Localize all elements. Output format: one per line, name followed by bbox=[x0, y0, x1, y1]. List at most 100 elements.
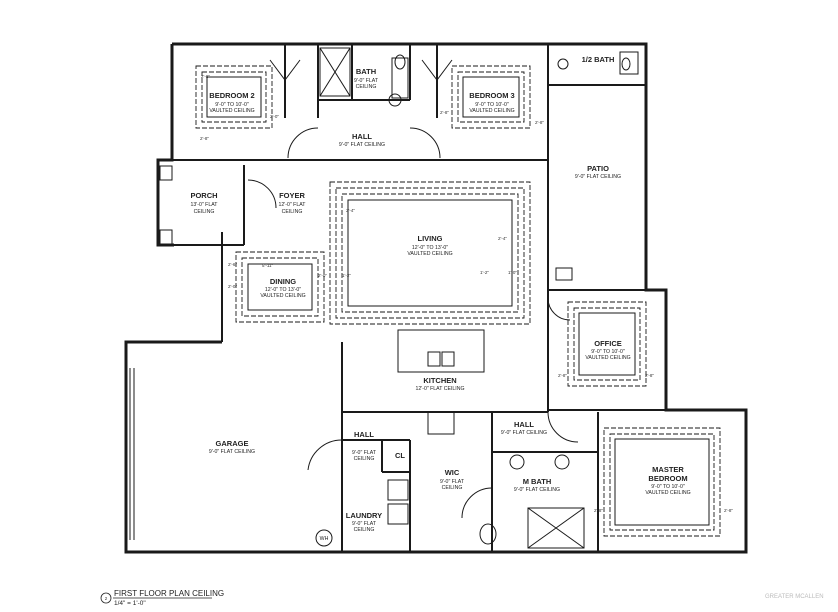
dim-label: 2'-8" bbox=[724, 508, 733, 513]
exterior-walls bbox=[124, 42, 748, 554]
bath-name: BATH bbox=[356, 67, 376, 76]
dim-label: 2'-8" bbox=[201, 74, 210, 79]
bath-height: 9'-0" FLAT bbox=[354, 78, 379, 84]
dining-type: VAULTED CEILING bbox=[260, 293, 305, 299]
master-name: MASTER bbox=[652, 465, 684, 474]
dim-label: 2'-8" bbox=[200, 136, 209, 141]
room-bedroom-3: BEDROOM 3 9'-0" TO 10'-0" VAULTED CEILIN… bbox=[469, 91, 514, 114]
room-garage: GARAGE 9'-0" FLAT CEILING bbox=[209, 439, 255, 455]
room-hall-right: HALL 9'-0" FLAT CEILING bbox=[501, 420, 547, 436]
dim-label: 1'-0" bbox=[508, 270, 517, 275]
foyer-name: FOYER bbox=[279, 191, 305, 200]
laundry-height: 9'-0" FLAT bbox=[352, 521, 377, 527]
room-wic: WIC 9'-0" FLAT CEILING bbox=[440, 468, 465, 491]
mbath-name: M BATH bbox=[523, 477, 552, 486]
dim-label: 2'-8" bbox=[558, 373, 567, 378]
hall-mid-type: CEILING bbox=[354, 456, 375, 462]
office-type: VAULTED CEILING bbox=[585, 355, 630, 361]
living-name: LIVING bbox=[417, 234, 442, 243]
plan-scale: 1/4" = 1'-0" bbox=[114, 600, 146, 607]
porch-height: 13'-0" FLAT bbox=[191, 202, 219, 208]
room-bath: BATH 9'-0" FLAT CEILING bbox=[354, 67, 379, 90]
garage-ceiling: 9'-0" FLAT CEILING bbox=[209, 449, 255, 455]
wic-height: 9'-0" FLAT bbox=[440, 479, 465, 485]
hall-right-name: HALL bbox=[514, 420, 534, 429]
bedroom2-name: BEDROOM 2 bbox=[209, 91, 254, 100]
room-dining: DINING 12'-0" TO 13'-0" VAULTED CEILING bbox=[260, 277, 305, 299]
dim-label: 2'-8" bbox=[440, 110, 449, 115]
half-bath-name: 1/2 BATH bbox=[582, 55, 615, 64]
dim-label: 5'-11" bbox=[262, 263, 274, 268]
room-master-bedroom: MASTER BEDROOM 9'-0" TO 10'-0" VAULTED C… bbox=[645, 465, 690, 496]
hall-mid-name: HALL bbox=[354, 430, 374, 439]
wic-name: WIC bbox=[445, 468, 460, 477]
dim-label: 1'-2" bbox=[342, 273, 351, 278]
dim-label: 2'-8" bbox=[535, 120, 544, 125]
master-name-2: BEDROOM bbox=[648, 474, 687, 483]
plan-title: FIRST FLOOR PLAN CEILING bbox=[114, 589, 224, 598]
room-patio: PATIO 9'-0" FLAT CEILING bbox=[575, 164, 621, 180]
office-name: OFFICE bbox=[594, 339, 622, 348]
dim-label: 1'-2" bbox=[480, 270, 489, 275]
garage-door bbox=[129, 368, 135, 540]
dim-label: 2'-0" bbox=[228, 284, 237, 289]
porch-name: PORCH bbox=[190, 191, 217, 200]
room-kitchen: KITCHEN 12'-0" FLAT CEILING bbox=[415, 376, 464, 392]
master-type: VAULTED CEILING bbox=[645, 490, 690, 496]
dim-label: 2'-0" bbox=[270, 114, 279, 119]
garage-name: GARAGE bbox=[216, 439, 249, 448]
room-m-bath: M BATH 9'-0" FLAT CEILING bbox=[514, 477, 560, 493]
dining-name: DINING bbox=[270, 277, 296, 286]
patio-ceiling: 9'-0" FLAT CEILING bbox=[575, 174, 621, 180]
laundry-name: LAUNDRY bbox=[346, 511, 382, 520]
foyer-height: 12'-0" FLAT bbox=[279, 202, 307, 208]
room-laundry: LAUNDRY 9'-0" FLAT CEILING bbox=[346, 511, 382, 533]
hall-mid-height: 9'-0" FLAT bbox=[352, 450, 377, 456]
living-type: VAULTED CEILING bbox=[407, 251, 452, 257]
closet-name: CL bbox=[395, 451, 405, 460]
ceiling-trays bbox=[195, 65, 721, 537]
doors bbox=[247, 59, 579, 519]
bedroom2-height: 9'-0" TO 10'-0" bbox=[215, 102, 249, 108]
watermark: GREATER MCALLEN bbox=[765, 594, 824, 600]
dimension-labels: 2'-8" 2'-0" 2'-8" 2'-8" 2'-8" 2'-4" 5'-1… bbox=[200, 74, 733, 513]
bedroom3-height: 9'-0" TO 10'-0" bbox=[475, 102, 509, 108]
master-height: 9'-0" TO 10'-0" bbox=[651, 484, 685, 490]
bedroom2-type: VAULTED CEILING bbox=[209, 108, 254, 114]
mbath-ceiling: 9'-0" FLAT CEILING bbox=[514, 487, 560, 493]
room-living: LIVING 12'-0" TO 13'-0" VAULTED CEILING bbox=[407, 234, 452, 257]
ceiling-trays-solid bbox=[206, 76, 710, 526]
porch-type: CEILING bbox=[194, 209, 215, 215]
section-marker bbox=[100, 592, 112, 604]
room-foyer: FOYER 12'-0" FLAT CEILING bbox=[279, 191, 307, 215]
hall-top-name: HALL bbox=[352, 132, 372, 141]
laundry-type: CEILING bbox=[354, 527, 375, 533]
room-labels: BEDROOM 2 9'-0" TO 10'-0" VAULTED CEILIN… bbox=[190, 55, 690, 542]
patio-name: PATIO bbox=[587, 164, 609, 173]
dim-label: 2'-4" bbox=[346, 208, 355, 213]
dim-label: 2'-6" bbox=[228, 262, 237, 267]
room-office: OFFICE 9'-0" TO 10'-0" VAULTED CEILING bbox=[585, 339, 630, 361]
room-bedroom-2: BEDROOM 2 9'-0" TO 10'-0" VAULTED CEILIN… bbox=[209, 91, 254, 114]
dim-label: 2'-4" bbox=[498, 236, 507, 241]
room-hall-mid: HALL 9'-0" FLAT CEILING bbox=[352, 430, 377, 462]
interior-walls bbox=[172, 44, 666, 552]
dining-height: 12'-0" TO 13'-0" bbox=[265, 287, 301, 293]
kitchen-name: KITCHEN bbox=[423, 376, 456, 385]
hall-right-ceiling: 9'-0" FLAT CEILING bbox=[501, 430, 547, 436]
foyer-type: CEILING bbox=[282, 209, 303, 215]
wic-type: CEILING bbox=[442, 485, 463, 491]
office-height: 9'-0" TO 10'-0" bbox=[591, 349, 625, 355]
fixtures bbox=[159, 47, 639, 549]
bedroom3-name: BEDROOM 3 bbox=[469, 91, 514, 100]
plan-title-block: 2 FIRST FLOOR PLAN CEILING 1/4" = 1'-0" … bbox=[100, 589, 824, 607]
dim-label: 2'-8" bbox=[645, 373, 654, 378]
bath-type: CEILING bbox=[356, 84, 377, 90]
kitchen-ceiling: 12'-0" FLAT CEILING bbox=[415, 386, 464, 392]
water-heater-label: WH bbox=[320, 536, 329, 542]
section-marker-number: 2 bbox=[105, 596, 108, 601]
hall-top-ceiling: 9'-0" FLAT CEILING bbox=[339, 142, 385, 148]
room-hall-top: HALL 9'-0" FLAT CEILING bbox=[339, 132, 385, 148]
room-porch: PORCH 13'-0" FLAT CEILING bbox=[190, 191, 218, 215]
